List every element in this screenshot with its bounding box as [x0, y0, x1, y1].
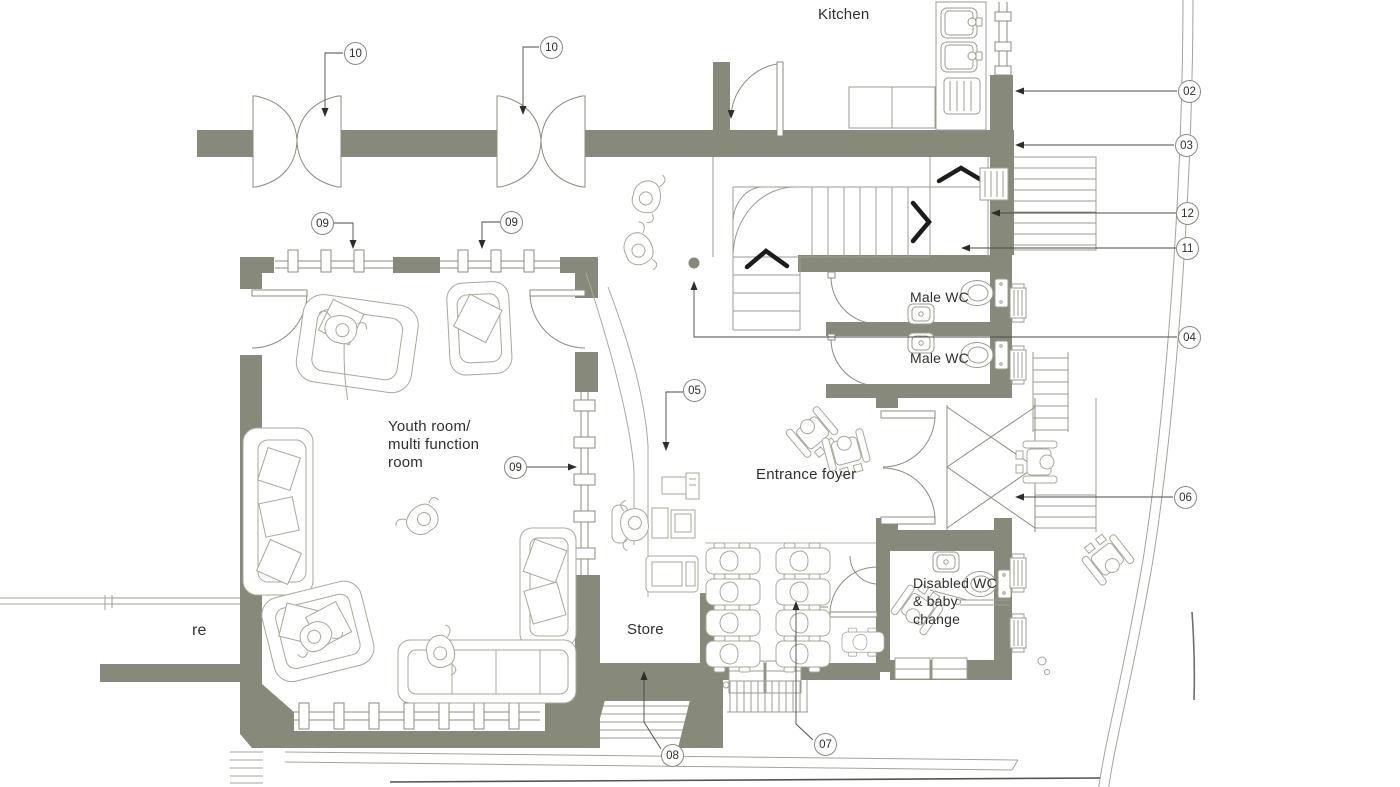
room-label-kitchen: Kitchen	[818, 6, 870, 23]
callout-07-buggy: 07	[814, 733, 837, 756]
callout-12: 12	[1176, 202, 1199, 225]
room-label-left-partial: re	[192, 622, 207, 639]
callout-09-glazing-partition: 09	[504, 456, 527, 479]
callout-11: 11	[1176, 237, 1199, 260]
glazed-screens	[275, 2, 1012, 730]
room-label-male-wc-lower: Male WC	[910, 350, 969, 366]
people-figures	[287, 168, 668, 679]
callout-05-reception: 05	[683, 379, 706, 402]
setting-out-point	[688, 257, 700, 269]
room-label-store: Store	[627, 621, 664, 638]
youth-room-furniture	[242, 281, 577, 704]
callout-04: 04	[1178, 326, 1201, 349]
room-label-youth-room: Youth room/ multi function room	[388, 418, 480, 471]
buggy-park	[705, 542, 885, 673]
doors	[251, 61, 1036, 618]
callout-08-store: 08	[661, 744, 684, 767]
callout-10-right-door: 10	[540, 36, 563, 59]
room-label-entrance-foyer: Entrance foyer	[756, 466, 857, 483]
callout-10-left-door: 10	[344, 42, 367, 65]
callout-leader-lines	[321, 46, 1177, 750]
room-label-male-wc-upper: Male WC	[910, 289, 969, 305]
stair-direction-arrows	[744, 165, 986, 270]
callout-03: 03	[1175, 134, 1198, 157]
callout-09-glazing-left: 09	[311, 212, 334, 235]
reception-desk	[585, 272, 700, 597]
kitchen-fittings	[848, 1, 987, 131]
wc-fixtures	[907, 167, 1027, 653]
room-label-disabled-wc: Disabled WC & baby change	[913, 575, 997, 627]
callout-09-glazing-right: 09	[500, 211, 523, 234]
callout-02: 02	[1178, 80, 1201, 103]
callout-06-entrance: 06	[1174, 486, 1197, 509]
